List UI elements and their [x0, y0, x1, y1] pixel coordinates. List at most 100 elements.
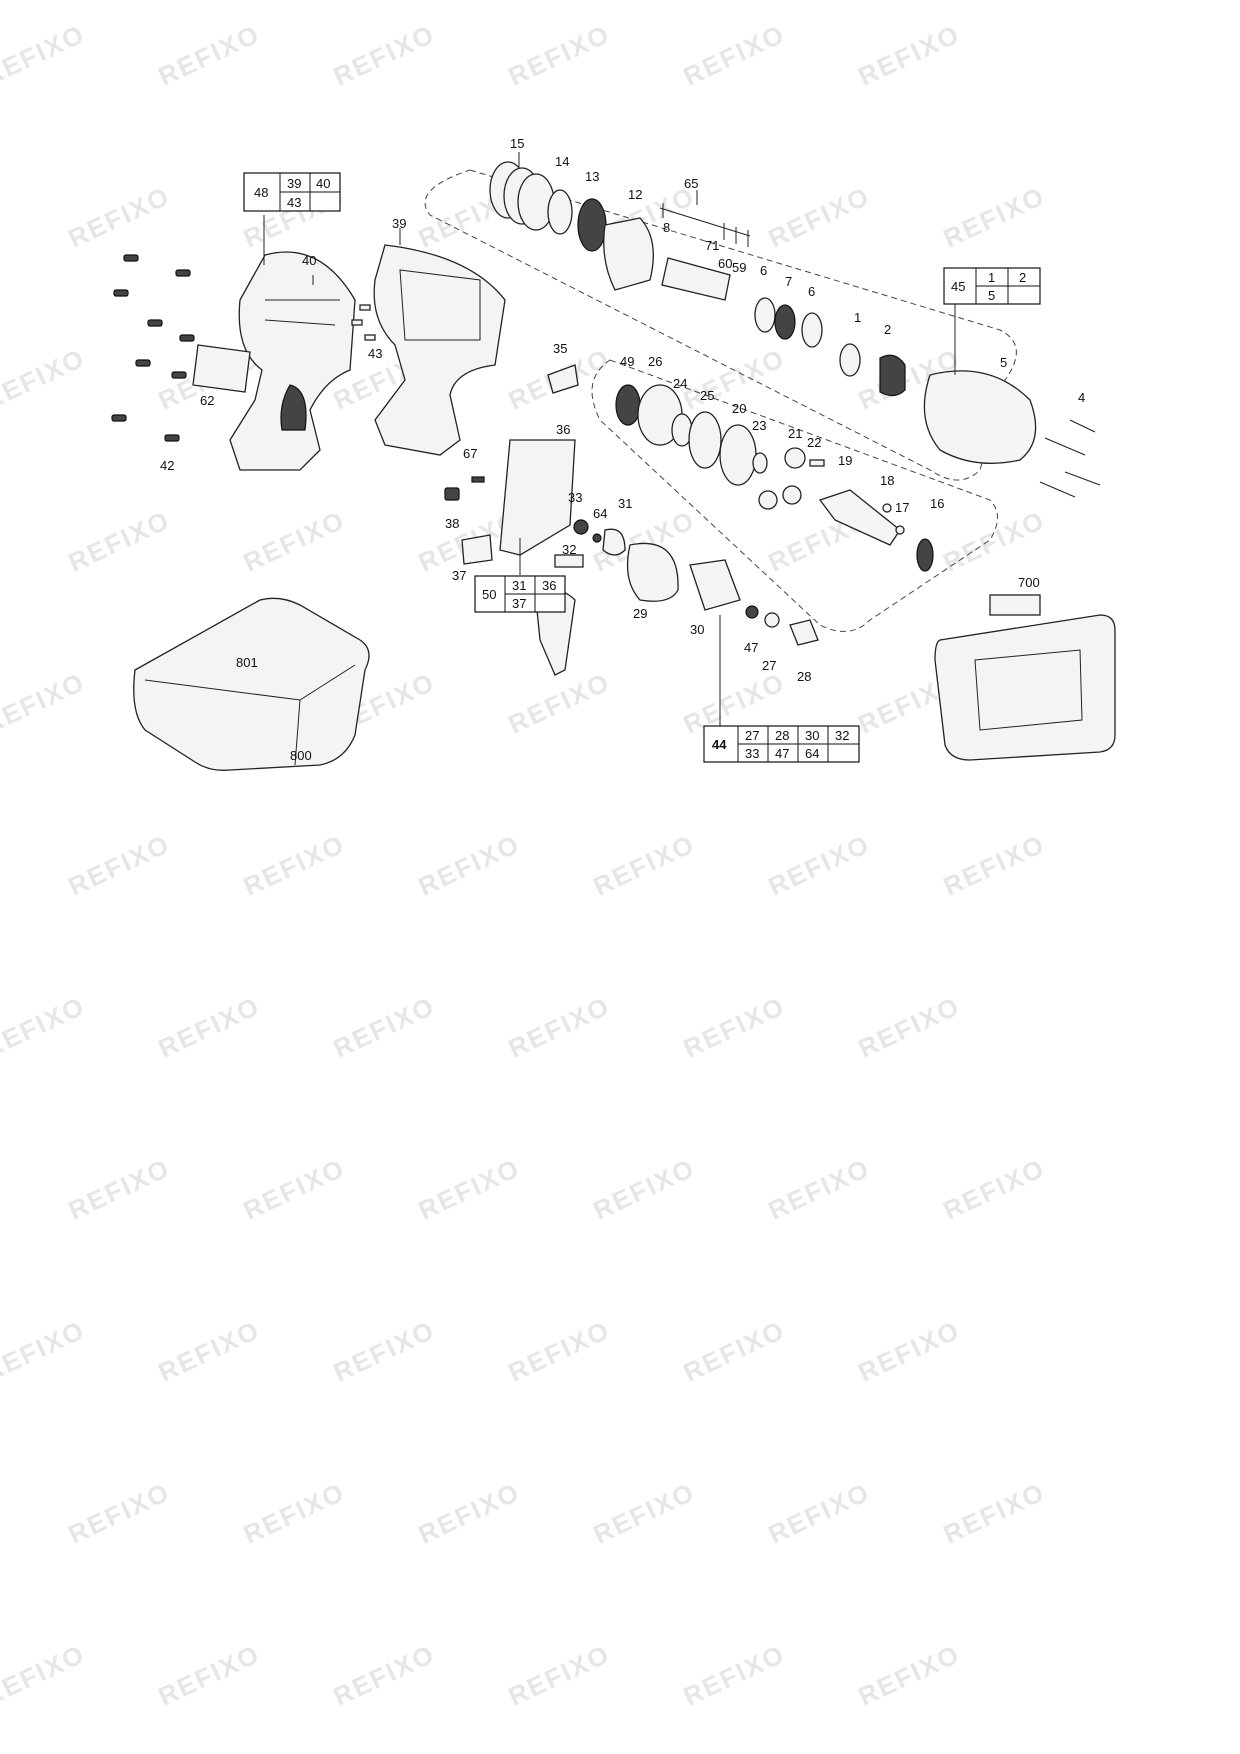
callout: 16: [930, 496, 944, 511]
gearbox-outline: [424, 169, 1017, 481]
callout: 1: [854, 310, 861, 325]
spring-15: [489, 161, 555, 231]
callout: 29: [633, 606, 647, 621]
pin-22: [809, 459, 825, 467]
callout: 25: [700, 388, 714, 403]
callout: 67: [463, 446, 477, 461]
washer-16: [916, 538, 934, 572]
callout: 37: [452, 568, 466, 583]
kit-box-50: 50 31 36 37: [474, 575, 566, 613]
callout: 64: [593, 506, 607, 521]
kit-cell: 44: [712, 737, 727, 752]
callout: 28: [797, 669, 811, 684]
kit-cell: 31: [512, 578, 526, 593]
bearing-27: [764, 612, 780, 628]
callout: 800: [290, 748, 312, 763]
callout: 62: [200, 393, 214, 408]
callout: 47: [744, 640, 758, 655]
callout: 14: [555, 154, 569, 169]
washer-6a: [754, 297, 776, 333]
kit-cell: 48: [254, 185, 268, 200]
magnet-64: [592, 533, 602, 543]
carry-case-800: [133, 597, 370, 771]
callout: 26: [648, 354, 662, 369]
callout: 6: [808, 284, 815, 299]
callout: 5: [1000, 355, 1007, 370]
kit-cell: 30: [805, 728, 819, 743]
planet-gear-21b: [758, 490, 778, 510]
clip-67: [471, 476, 485, 483]
callout: 32: [562, 542, 576, 557]
planet-gear-21: [784, 447, 806, 469]
housing-pins: [351, 304, 376, 341]
callout: 700: [1018, 575, 1040, 590]
motor-stator-29: [626, 542, 679, 602]
pcb-32: [554, 554, 584, 568]
callout: 801: [236, 655, 258, 670]
callout: 21: [788, 426, 802, 441]
washer-6b: [801, 312, 823, 348]
switch-cover-35: [547, 364, 579, 394]
front-housing-5: [923, 370, 1037, 464]
bearing-33: [573, 519, 589, 535]
callout: 24: [673, 376, 687, 391]
callout: 33: [568, 490, 582, 505]
callout: 43: [368, 346, 382, 361]
callout: 17: [895, 500, 909, 515]
kit-box-44: 44 27 28 30 32 33 47 64: [703, 725, 860, 763]
housing-left-half: [229, 251, 356, 471]
callout: 38: [445, 516, 459, 531]
rotor-30: [689, 559, 741, 611]
motor-outline: [591, 359, 998, 632]
leader-lines: [263, 152, 956, 726]
carrier-19: [818, 489, 901, 546]
kit-cell: 32: [835, 728, 849, 743]
o-ring-25: [688, 411, 722, 469]
callout: 8: [663, 220, 670, 235]
washer-14: [547, 189, 573, 235]
carry-case-700: [934, 594, 1116, 761]
callout: 23: [752, 418, 766, 433]
ball-17: [895, 525, 905, 535]
fan-28: [789, 619, 819, 646]
callout: 71: [705, 238, 719, 253]
kit-cell: 2: [1019, 270, 1026, 285]
callout: 36: [556, 422, 570, 437]
callout: 27: [762, 658, 776, 673]
kit-cell: 64: [805, 746, 819, 761]
callout-labels: 15 14 13 12 65 8 71 60 59 6 7 6 1 2 5 4 …: [160, 136, 1085, 763]
callout: 31: [618, 496, 632, 511]
callout: 19: [838, 453, 852, 468]
bearing-49: [615, 384, 641, 426]
callout: 18: [880, 473, 894, 488]
callout: 30: [690, 622, 704, 637]
callout: 39: [392, 216, 406, 231]
callout: 4: [1078, 390, 1085, 405]
front-screws: [1039, 419, 1101, 498]
ball-18: [882, 503, 892, 513]
kit-cell: 28: [775, 728, 789, 743]
label-sticker: [192, 344, 251, 393]
kit-cell: 47: [775, 746, 789, 761]
callout: 2: [884, 322, 891, 337]
callout: 59: [732, 260, 746, 275]
callout: 15: [510, 136, 524, 151]
callout: 12: [628, 187, 642, 202]
sleeve-2: [879, 354, 906, 397]
kit-cell: 27: [745, 728, 759, 743]
spring-38: [444, 487, 460, 501]
kit-cell: 37: [512, 596, 526, 611]
kit-cell: 33: [745, 746, 759, 761]
kit-box-48: 48 39 40 43: [243, 172, 341, 212]
switch-37: [461, 534, 493, 565]
switch-board-36: [499, 439, 576, 556]
housing-right-half: [373, 244, 506, 456]
kit-cell: 50: [482, 587, 496, 602]
bearing-7: [774, 304, 796, 340]
bearing-ring-13: [577, 198, 607, 252]
kit-box-45: 45 1 2 5: [943, 267, 1041, 305]
ring-1: [839, 343, 861, 377]
brush-holder-31: [602, 528, 626, 556]
callout: 20: [732, 401, 746, 416]
